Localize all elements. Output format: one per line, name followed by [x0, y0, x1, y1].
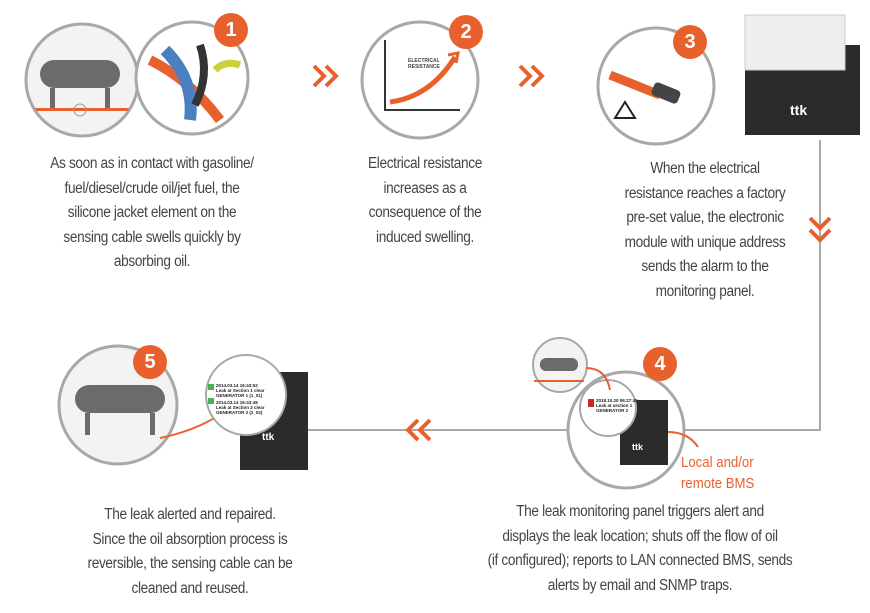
double-chevron-icon [518, 64, 545, 88]
step-badge-1: 1 [214, 13, 248, 47]
flow-line [230, 140, 821, 431]
brand-logo: ttk [632, 442, 644, 452]
step-5-description: The leak alerted and repaired.Since the … [87, 506, 293, 597]
step-1-description: As soon as in contact with gasoline/fuel… [50, 155, 254, 270]
panel-alert-circle: ttk [532, 337, 699, 490]
double-chevron-icon [312, 64, 339, 88]
ex-icon [613, 100, 637, 119]
electronic-module-circle: ttk [596, 14, 860, 146]
double-chevron-icon [405, 418, 432, 442]
step-4-description: The leak monitoring panel triggers alert… [487, 503, 793, 594]
step-badge-4: 4 [643, 347, 677, 381]
sensing-cable-circle [134, 20, 250, 136]
double-chevron-icon [808, 216, 832, 243]
step-badge-3: 3 [673, 25, 707, 59]
repaired-tank-circle: ttk [57, 344, 308, 470]
step-badge-5: 5 [133, 345, 167, 379]
step-badge-2: 2 [449, 15, 483, 49]
brand-logo: ttk [790, 102, 807, 118]
brand-logo: ttk [262, 432, 275, 443]
tank-circle-1 [24, 22, 140, 138]
